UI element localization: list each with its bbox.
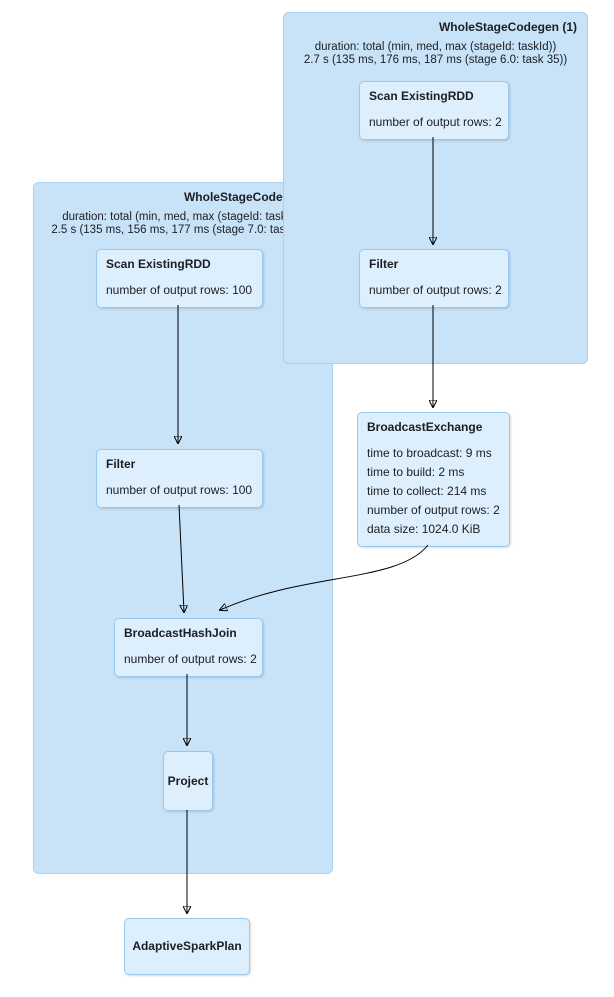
node-project: Project bbox=[163, 751, 213, 811]
node-broadcastexchange: BroadcastExchange time to broadcast: 9 m… bbox=[357, 412, 510, 547]
node-metrics: time to broadcast: 9 ms time to build: 2… bbox=[367, 444, 500, 539]
metric-time-to-broadcast: time to broadcast: 9 ms bbox=[367, 446, 492, 460]
node-filter-2: Filter number of output rows: 100 bbox=[96, 449, 263, 508]
cluster-duration: duration: total (min, med, max (stageId:… bbox=[284, 41, 587, 67]
node-title: Project bbox=[167, 773, 209, 788]
metric-output-rows: number of output rows: 2 bbox=[369, 115, 502, 129]
node-title: AdaptiveSparkPlan bbox=[132, 939, 242, 953]
metric-output-rows: number of output rows: 2 bbox=[124, 652, 257, 666]
metric-time-to-build: time to build: 2 ms bbox=[367, 465, 465, 479]
node-metrics: number of output rows: 2 bbox=[124, 650, 257, 669]
metric-output-rows: number of output rows: 2 bbox=[369, 283, 502, 297]
node-metrics: number of output rows: 100 bbox=[106, 281, 253, 300]
metric-output-rows: number of output rows: 2 bbox=[367, 503, 500, 517]
metric-output-rows: number of output rows: 100 bbox=[106, 283, 253, 297]
metric-output-rows: number of output rows: 100 bbox=[106, 483, 253, 497]
metric-time-to-collect: time to collect: 214 ms bbox=[367, 484, 487, 498]
node-metrics: number of output rows: 100 bbox=[106, 481, 253, 500]
node-scan-existingrdd-1: Scan ExistingRDD number of output rows: … bbox=[359, 81, 509, 140]
node-broadcasthashjoin: BroadcastHashJoin number of output rows:… bbox=[114, 618, 263, 677]
node-title: Filter bbox=[106, 457, 136, 471]
wholestagecodegen-1-cluster: WholeStageCodegen (1) duration: total (m… bbox=[283, 12, 588, 364]
node-title: BroadcastExchange bbox=[367, 420, 483, 434]
duration-header: duration: total (min, med, max (stageId:… bbox=[62, 211, 304, 223]
cluster-label: WholeStageCodegen (1) bbox=[438, 20, 577, 34]
node-title: Scan ExistingRDD bbox=[106, 257, 211, 271]
node-adaptivesparkplan: AdaptiveSparkPlan bbox=[124, 918, 250, 975]
node-title: Filter bbox=[369, 257, 399, 271]
cluster-duration: duration: total (min, med, max (stageId:… bbox=[34, 211, 332, 237]
node-metrics: number of output rows: 2 bbox=[369, 113, 502, 132]
node-title: BroadcastHashJoin bbox=[124, 626, 237, 640]
metric-data-size: data size: 1024.0 KiB bbox=[367, 522, 481, 536]
node-metrics: number of output rows: 2 bbox=[369, 281, 502, 300]
node-filter-1: Filter number of output rows: 2 bbox=[359, 249, 509, 308]
node-scan-existingrdd-2: Scan ExistingRDD number of output rows: … bbox=[96, 249, 263, 308]
duration-value: 2.7 s (135 ms, 176 ms, 187 ms (stage 6.0… bbox=[303, 54, 568, 66]
node-title: Scan ExistingRDD bbox=[369, 89, 474, 103]
duration-header: duration: total (min, med, max (stageId:… bbox=[314, 41, 557, 53]
duration-value: 2.5 s (135 ms, 156 ms, 177 ms (stage 7.0… bbox=[51, 224, 315, 236]
